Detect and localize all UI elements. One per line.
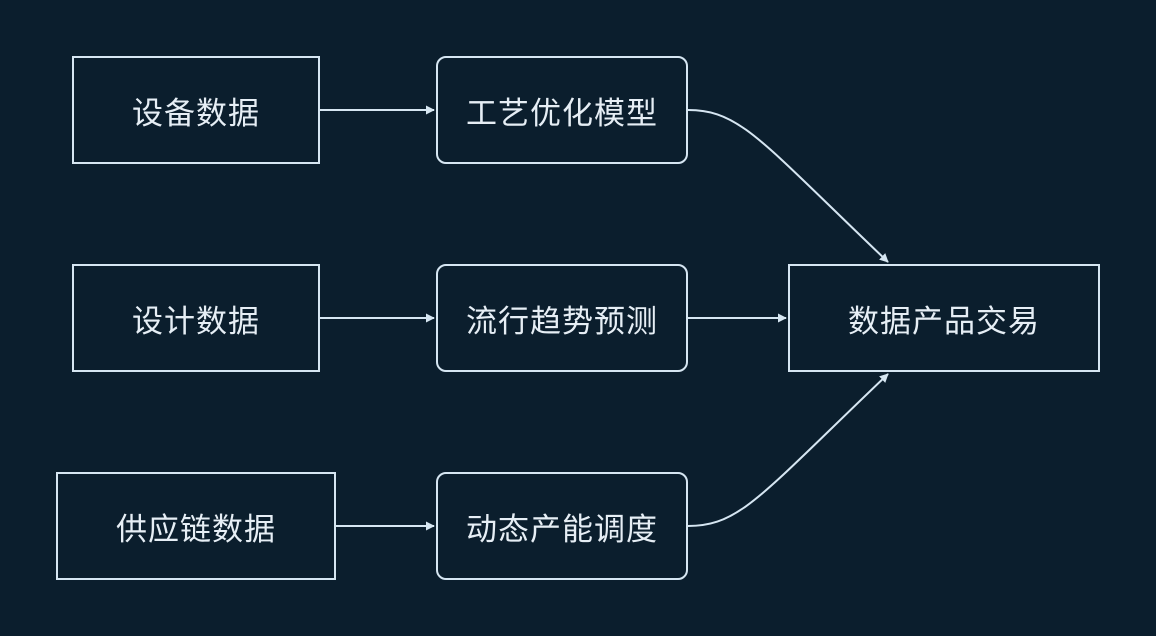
node-trend-forecast: 流行趋势预测	[436, 264, 688, 372]
node-label: 流行趋势预测	[466, 303, 658, 340]
node-label: 设计数据	[132, 303, 260, 340]
node-label: 动态产能调度	[466, 511, 658, 548]
node-data-product-trading: 数据产品交易	[788, 264, 1100, 372]
node-capacity-scheduling: 动态产能调度	[436, 472, 688, 580]
node-label: 工艺优化模型	[466, 95, 658, 132]
node-device-data: 设备数据	[72, 56, 320, 164]
node-label: 设备数据	[132, 95, 260, 132]
node-label: 数据产品交易	[848, 303, 1040, 340]
edge-capacity-to-trade	[687, 373, 889, 527]
node-supply-chain-data: 供应链数据	[56, 472, 336, 580]
edge-process-to-trade	[687, 109, 889, 263]
node-process-optimization-model: 工艺优化模型	[436, 56, 688, 164]
node-label: 供应链数据	[116, 511, 276, 548]
node-design-data: 设计数据	[72, 264, 320, 372]
